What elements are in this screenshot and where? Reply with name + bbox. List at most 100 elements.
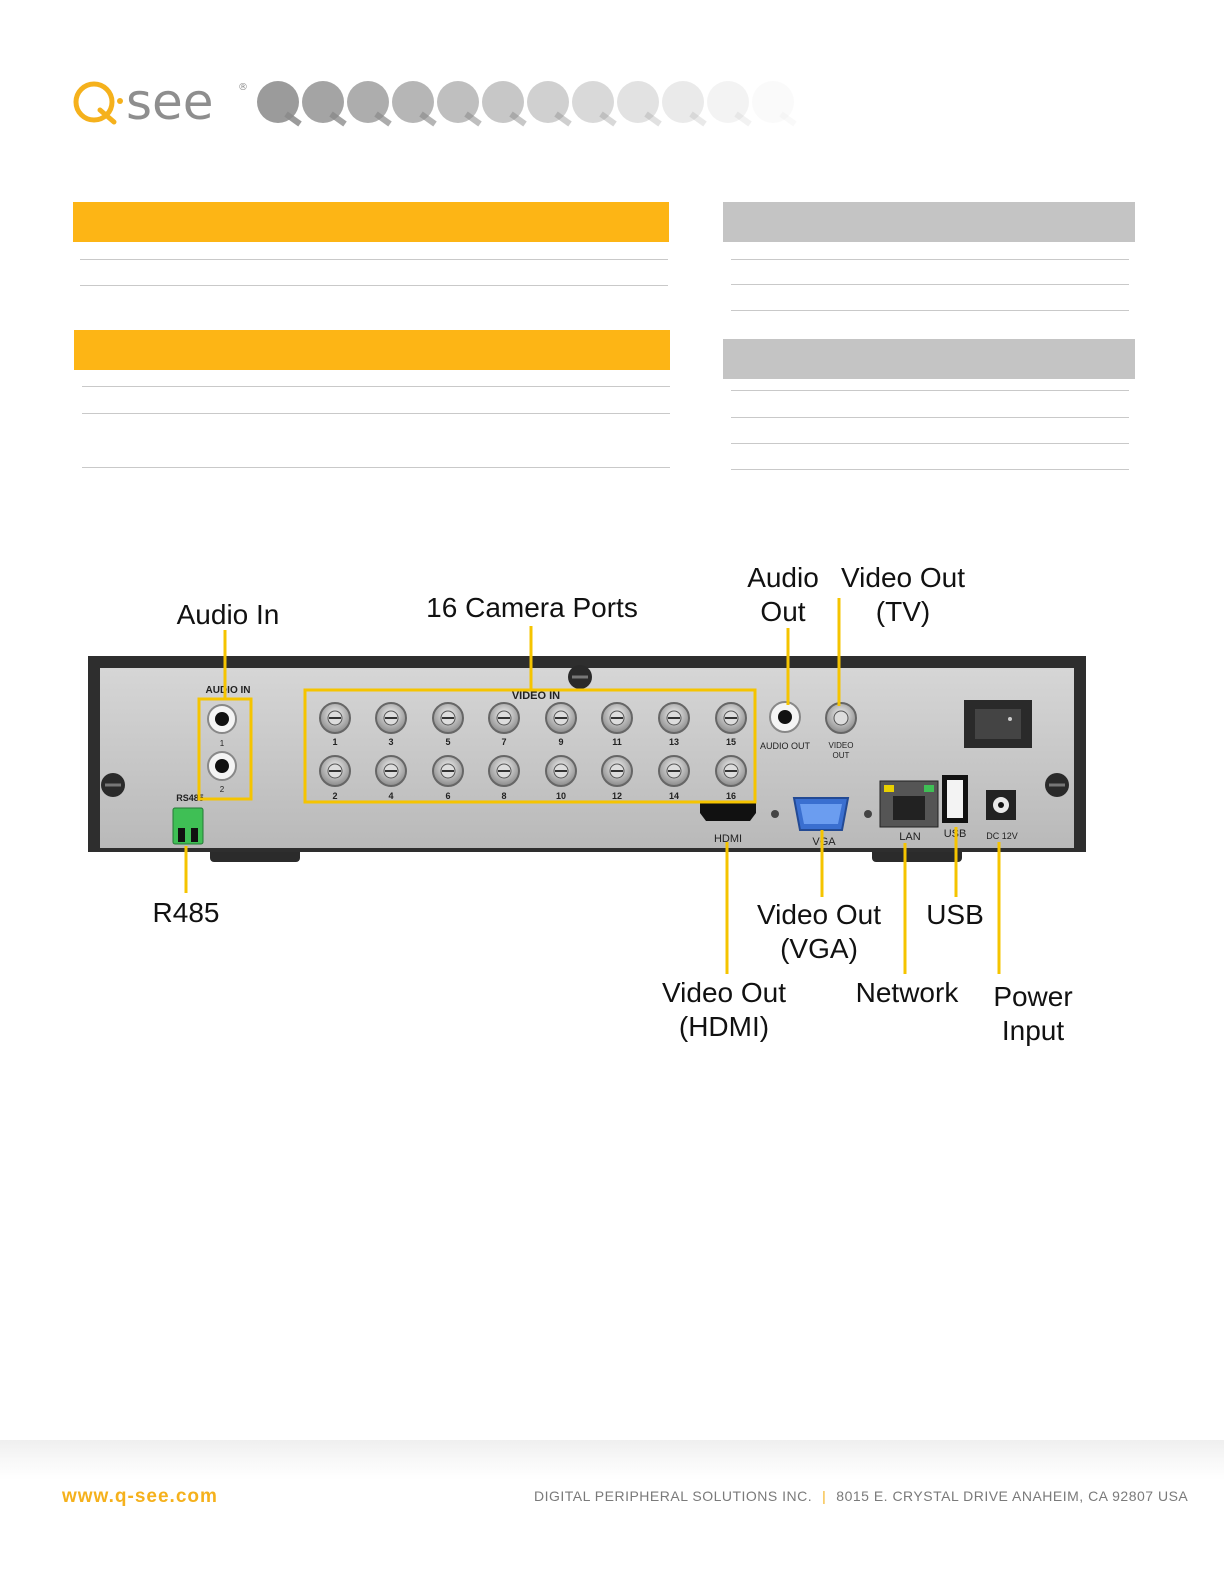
footer-website-link[interactable]: www.q-see.com: [62, 1486, 218, 1507]
spec-row-divider: [731, 284, 1129, 285]
dc-power-jack: [986, 790, 1016, 820]
camera-port-bnc: [658, 702, 690, 734]
spec-row-divider: [731, 417, 1129, 418]
lan-port: [879, 780, 939, 828]
camera-port-bnc: [715, 702, 747, 734]
spec-row-divider: [82, 467, 670, 468]
svg-text:2: 2: [220, 785, 225, 794]
audio-in-jack-2: [207, 751, 237, 781]
callout-audio-in: Audio In: [176, 599, 280, 630]
callout-audio-out-line2: Out: [760, 596, 806, 627]
svg-text:1: 1: [220, 739, 225, 748]
camera-port-number: 8: [501, 791, 506, 801]
camera-port-number: 3: [388, 737, 393, 747]
camera-port-number: 6: [445, 791, 450, 801]
camera-port-bnc: [488, 702, 520, 734]
logo-pattern-q: [617, 81, 659, 123]
camera-port-bnc: [375, 702, 407, 734]
logo-pattern-q: [662, 81, 704, 123]
hdmi-port: [700, 803, 756, 821]
spec-row-divider: [731, 469, 1129, 470]
camera-port-number: 4: [388, 791, 393, 801]
camera-port-number: 7: [501, 737, 506, 747]
spec-header-bar-4: [723, 339, 1135, 379]
rs485-connector: [172, 807, 204, 845]
camera-ports-highlight: [303, 688, 757, 804]
camera-port-bnc: [488, 755, 520, 787]
callout-video-out-vga: Video Out (VGA): [750, 898, 888, 966]
spec-row-divider: [731, 390, 1129, 391]
panel-label-hdmi: HDMI: [714, 833, 742, 845]
camera-port-bnc: [658, 755, 690, 787]
spec-row-divider: [731, 443, 1129, 444]
callout-camera-ports: 16 Camera Ports: [426, 592, 638, 623]
svg-text:OUT: OUT: [833, 751, 850, 760]
callout-audio-out-line1: Audio: [747, 562, 819, 593]
device-foot: [872, 848, 962, 862]
panel-label-video-in: VIDEO IN: [512, 690, 560, 702]
callout-audio-out: Audio Out: [742, 561, 824, 629]
camera-port-bnc: [601, 702, 633, 734]
camera-port-number: 2: [332, 791, 337, 801]
camera-port-number: 16: [726, 791, 736, 801]
spec-row-divider: [80, 285, 668, 286]
footer-band: [0, 1440, 1224, 1584]
callout-video-out-hdmi: Video Out (HDMI): [655, 976, 793, 1044]
camera-port-number: 5: [445, 737, 450, 747]
spec-row-divider: [82, 413, 670, 414]
video-out-bnc: [825, 702, 857, 734]
spec-row-divider: [731, 259, 1129, 260]
camera-port-number: 14: [669, 791, 679, 801]
audio-in-jack-1: [207, 704, 237, 734]
callout-video-out-tv: Video Out (TV): [834, 561, 972, 629]
q-see-logo-graphic: see ®: [73, 73, 797, 131]
footer-separator: |: [822, 1488, 827, 1504]
callout-video-out-tv-line1: Video Out: [840, 562, 966, 593]
callout-video-out-hdmi-line1: Video Out: [661, 977, 787, 1008]
callout-video-out-tv-line2: (TV): [875, 596, 931, 627]
spec-header-bar-2: [74, 330, 670, 370]
camera-port-bnc: [432, 702, 464, 734]
callout-usb: USB: [926, 899, 984, 930]
vga-port: [792, 797, 850, 831]
brand-logo: see ®: [70, 72, 830, 131]
camera-port-number: 9: [558, 737, 563, 747]
logo-pattern-q: [482, 81, 524, 123]
footer-company-name: DIGITAL PERIPHERAL SOLUTIONS INC.: [534, 1488, 813, 1504]
callout-lines: [184, 598, 1001, 974]
callout-video-out-vga-line1: Video Out: [756, 899, 882, 930]
callout-video-out-hdmi-line2: (HDMI): [678, 1011, 770, 1042]
spec-row-divider: [731, 310, 1129, 311]
callout-power-input: Power Input: [986, 980, 1080, 1048]
audio-in-highlight: [197, 697, 253, 801]
camera-port-number: 15: [726, 737, 736, 747]
svg-text:VIDEO: VIDEO: [829, 741, 854, 750]
usb-port: [942, 775, 968, 823]
logo-pattern-q: [572, 81, 614, 123]
camera-port-number: 11: [612, 737, 622, 747]
device-foot: [210, 848, 300, 862]
footer-company-info: DIGITAL PERIPHERAL SOLUTIONS INC. | 8015 E…: [534, 1488, 1188, 1504]
camera-port-number: 12: [612, 791, 622, 801]
logo-pattern-q: [707, 81, 749, 123]
svg-text:®: ®: [238, 82, 248, 93]
spec-header-bar-3: [723, 202, 1135, 242]
camera-port-bnc: [715, 755, 747, 787]
logo-pattern-q: [752, 81, 794, 123]
spec-header-bar-1: [73, 202, 669, 242]
spec-row-divider: [82, 386, 670, 387]
footer-address: 8015 E. CRYSTAL DRIVE ANAHEIM, CA 92807 …: [836, 1488, 1189, 1504]
power-switch: [964, 700, 1032, 748]
audio-out-jack: [769, 701, 801, 733]
panel-label-rs485: RS485: [176, 793, 204, 803]
panel-label-usb: USB: [944, 828, 967, 840]
camera-port-number: 13: [669, 737, 679, 747]
callout-video-out-vga-line2: (VGA): [780, 933, 858, 964]
panel-label-audio-out: AUDIO OUT: [760, 741, 811, 751]
svg-text:see: see: [126, 73, 214, 130]
callout-power-input-line1: Power: [993, 981, 1073, 1012]
callout-network: Network: [855, 977, 959, 1008]
camera-port-bnc: [545, 755, 577, 787]
camera-port-number: 1: [332, 737, 337, 747]
